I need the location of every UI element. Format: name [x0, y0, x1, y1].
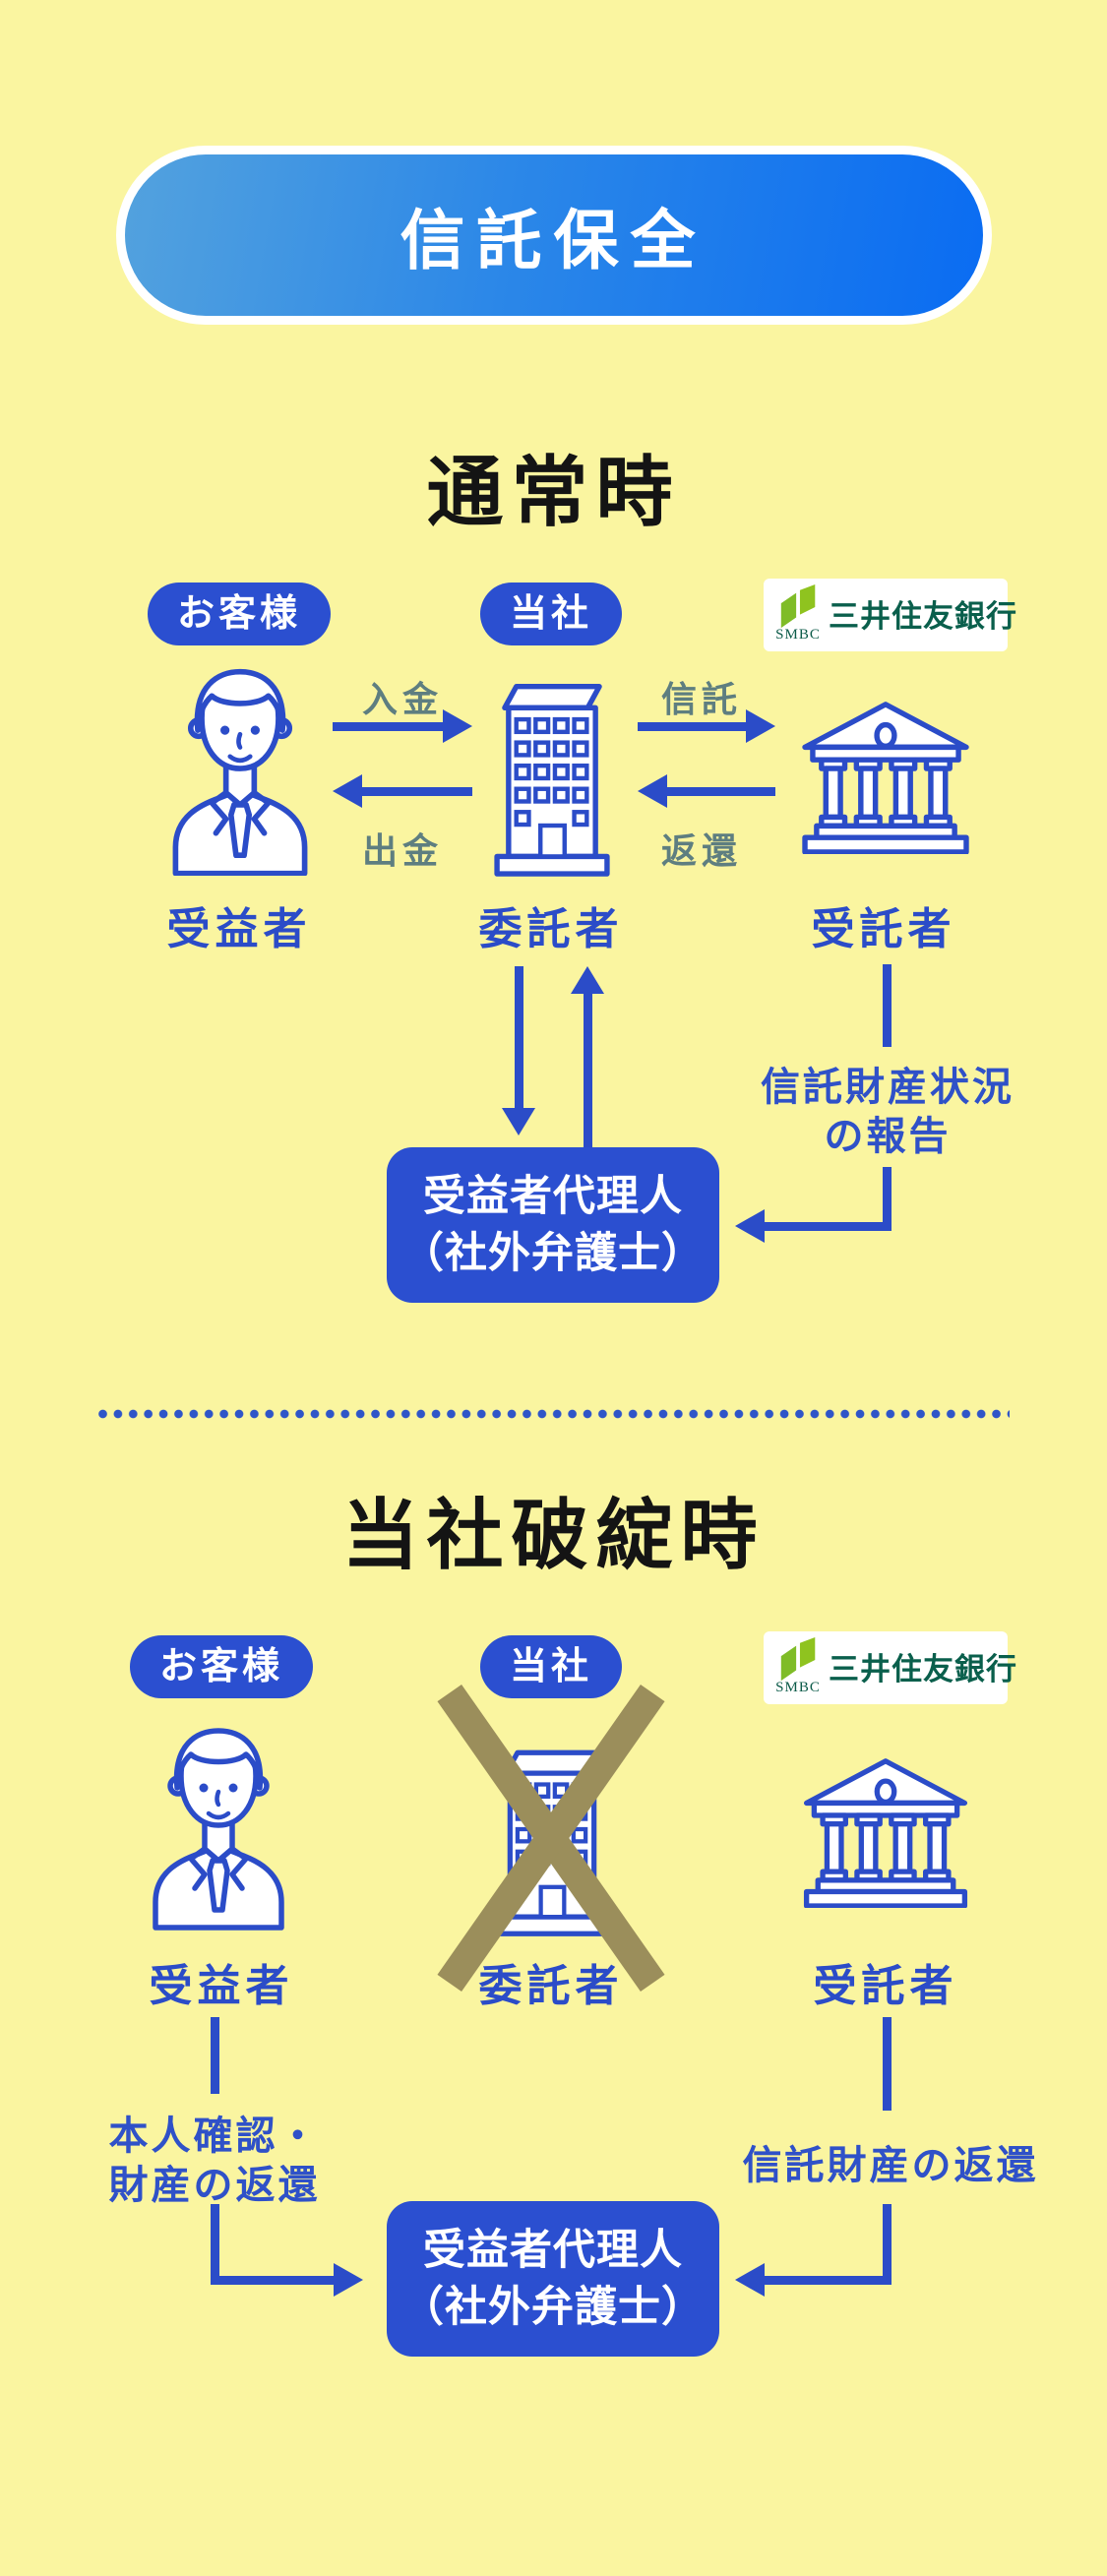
agent-to-trustor-arrow-head-icon	[571, 966, 604, 994]
trustor-to-agent-arrow-head-icon	[502, 1108, 535, 1135]
beneficiary-person-icon	[153, 1728, 284, 1931]
company-building-icon	[494, 684, 610, 877]
trust-report-note: 信託財産状況 の報告	[761, 1066, 1015, 1158]
customer-badge: お客様	[147, 583, 332, 645]
trustor-label-2: 委託者	[478, 1962, 624, 2010]
deposit-flow-label: 入金	[361, 679, 444, 719]
return-arrow	[667, 787, 775, 796]
smbc-rising-mark-icon	[780, 584, 816, 629]
trustee-bank-icon	[803, 1758, 968, 1908]
trustee-line-top	[883, 2017, 892, 2111]
smbc-bank-name: 三井住友銀行	[829, 1652, 1017, 1687]
smbc-bank-logo: SMBC 三井住友銀行	[764, 579, 1016, 651]
beneficiary-person-icon	[172, 668, 308, 876]
beneficiary-to-agent-arrow	[211, 2276, 334, 2285]
beneficiary-label: 受益者	[166, 905, 312, 953]
return-flow-label: 返還	[660, 830, 743, 871]
beneficiary-line-bottom	[211, 2204, 219, 2285]
deposit-arrow-head-icon	[443, 709, 472, 743]
section-bankruptcy-title: 当社破綻時	[341, 1492, 766, 1578]
beneficiary-to-agent-arrow-head-icon	[334, 2263, 363, 2297]
smbc-initials: SMBC	[775, 627, 821, 643]
header-title-pill: 信託保全	[115, 146, 992, 325]
smbc-bank-name: 三井住友銀行	[829, 599, 1017, 634]
beneficiary-label-2: 受益者	[149, 1962, 294, 2010]
trustee-report-arrow-head-icon	[735, 1209, 765, 1243]
trustee-report-arrow	[763, 1222, 892, 1231]
dotted-divider	[98, 1409, 1010, 1419]
bankrupt-cross-icon	[437, 1684, 665, 1993]
section-normal-title: 通常時	[426, 449, 681, 535]
agent-to-trustor-arrow	[584, 992, 592, 1147]
trustor-to-agent-arrow	[515, 966, 523, 1108]
deposit-arrow	[333, 722, 443, 731]
trustee-label-2: 受託者	[813, 1962, 958, 2010]
trustee-bank-icon	[802, 702, 969, 854]
company-badge: 当社	[479, 583, 623, 645]
company-badge-2: 当社	[479, 1635, 623, 1698]
withdraw-arrow-head-icon	[333, 774, 362, 808]
beneficiary-agent-box-2: 受益者代理人 （社外弁護士）	[387, 2201, 719, 2357]
trustee-to-agent-arrow	[763, 2276, 892, 2285]
page-title: 信託保全	[400, 204, 707, 276]
beneficiary-line-top	[211, 2017, 219, 2094]
return-arrow-head-icon	[638, 774, 667, 808]
smbc-initials: SMBC	[775, 1680, 821, 1695]
identity-return-note: 本人確認・ 財産の返還	[108, 2115, 321, 2207]
customer-badge-2: お客様	[129, 1635, 314, 1698]
withdraw-arrow	[362, 787, 472, 796]
trustee-label: 受託者	[811, 905, 956, 953]
trust-arrow	[638, 722, 746, 731]
trustor-label: 委託者	[478, 905, 624, 953]
smbc-bank-logo-2: SMBC 三井住友銀行	[764, 1631, 1016, 1704]
trustee-to-agent-arrow-head-icon	[735, 2263, 765, 2297]
trustee-report-line-bottom	[883, 1167, 892, 1231]
smbc-rising-mark-icon	[780, 1637, 816, 1682]
trustee-report-line-top	[883, 964, 892, 1047]
trust-flow-label: 信託	[660, 679, 743, 719]
trust-property-return-note: 信託財産の返還	[742, 2144, 1039, 2187]
withdraw-flow-label: 出金	[361, 830, 444, 871]
trust-arrow-head-icon	[746, 709, 775, 743]
trustee-line-bottom	[883, 2204, 892, 2281]
beneficiary-agent-box: 受益者代理人 （社外弁護士）	[387, 1147, 719, 1303]
